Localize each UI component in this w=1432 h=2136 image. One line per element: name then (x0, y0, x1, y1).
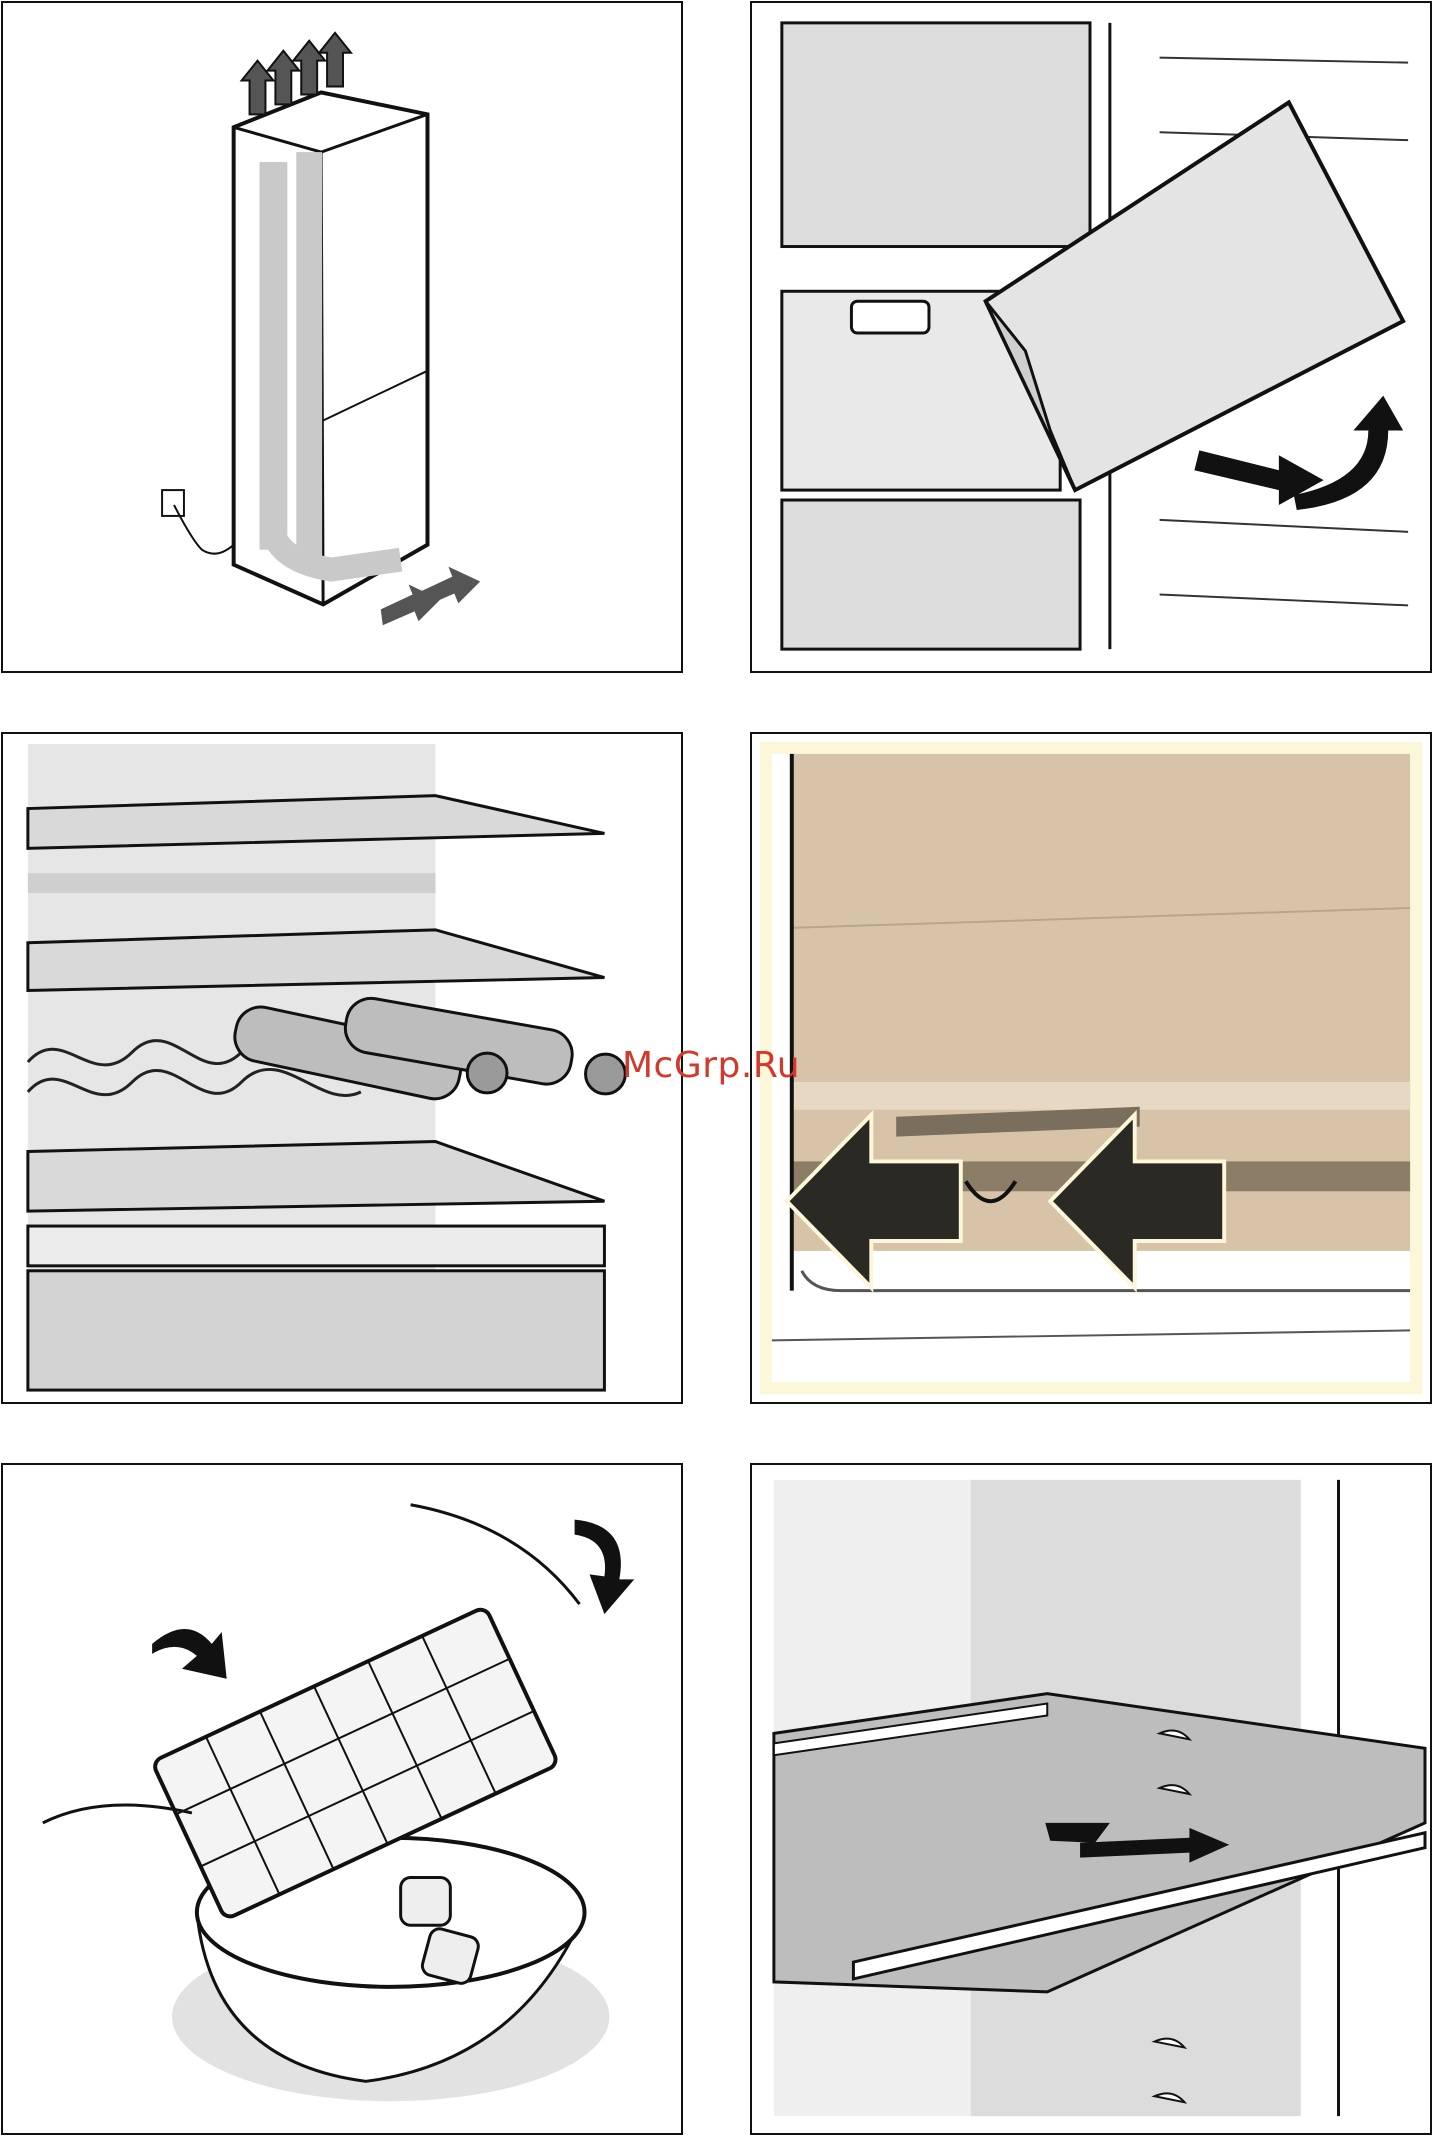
panel-wine-rack (1, 732, 683, 1404)
freezer-drawer-illustration (752, 3, 1430, 671)
panel-freezer-drawer (750, 1, 1432, 673)
panel-shelf-removal (750, 1463, 1432, 2135)
panel-ventilation-airflow (1, 1, 683, 673)
slide-adjustment-illustration (752, 734, 1430, 1402)
fridge-ventilation-illustration (3, 3, 681, 671)
shelf-removal-illustration (752, 1465, 1430, 2133)
panel-ice-tray (1, 1463, 683, 2135)
panel-slide-adjustment (750, 732, 1432, 1404)
watermark-text: McGrp.Ru (622, 1045, 800, 1086)
ice-tray-illustration (3, 1465, 681, 2133)
wine-rack-illustration (3, 734, 681, 1402)
